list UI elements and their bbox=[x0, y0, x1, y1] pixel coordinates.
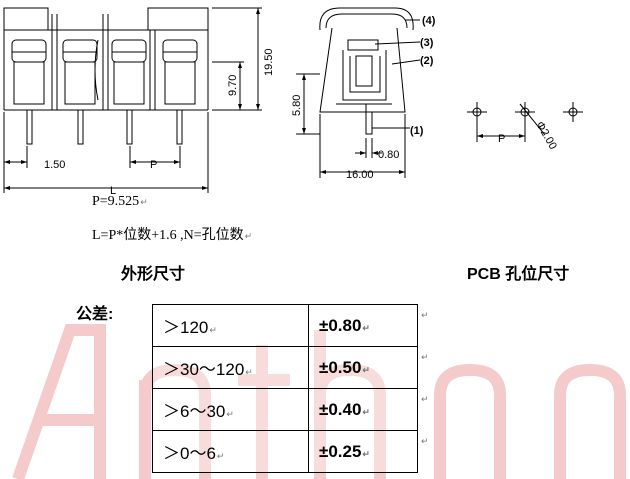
dim-9-70: 9.70 bbox=[227, 75, 239, 96]
tolerance-table: ＞120↵ ±0.80↵ ＞30～120↵ ±0.50↵ ＞6～30↵ ±0.4… bbox=[152, 304, 418, 473]
side-view bbox=[296, 7, 421, 178]
dim-pitch-front: P bbox=[150, 159, 157, 171]
pcb-hole-view bbox=[467, 102, 583, 142]
dim-1-50: 1.50 bbox=[44, 159, 65, 171]
dim-length: L bbox=[110, 185, 116, 197]
tolerance-cell: ±0.80↵ bbox=[308, 304, 418, 347]
formula-pitch: P=9.525↵ bbox=[92, 194, 148, 210]
tolerance-cell: ±0.50↵ bbox=[308, 346, 418, 389]
outline-dimensions-title: 外形尺寸 bbox=[121, 266, 186, 283]
dim-16-00: 16.00 bbox=[346, 169, 374, 181]
screw-cell-3 bbox=[111, 39, 147, 105]
range-cell: ＞120↵ bbox=[152, 304, 309, 347]
paragraph-mark: ↵ bbox=[421, 394, 429, 404]
part-label-3: (3) bbox=[420, 37, 434, 49]
paragraph-mark: ↵ bbox=[244, 231, 253, 241]
paragraph-mark: ↵ bbox=[421, 352, 429, 362]
formula-length-text: L=P*位数+1.6 ,N=孔位数 bbox=[92, 228, 244, 243]
tolerance-label: 公差: bbox=[76, 306, 114, 323]
paragraph-mark: ↵ bbox=[421, 436, 429, 446]
dim-5-80: 5.80 bbox=[291, 95, 303, 116]
paragraph-mark: ↵ bbox=[140, 197, 148, 207]
pcb-hole-dimensions-title: PCB 孔位尺寸 bbox=[467, 266, 570, 283]
dim-hole-diameter: Φ2.00 bbox=[533, 120, 558, 152]
part-label-2: (2) bbox=[420, 55, 434, 67]
range-cell: ＞6～30↵ bbox=[152, 388, 309, 431]
dim-19-50: 19.50 bbox=[263, 48, 275, 76]
part-label-4: (4) bbox=[422, 15, 436, 27]
formula-pitch-text: P=9.525 bbox=[92, 194, 140, 209]
screw-cell-1 bbox=[11, 39, 47, 105]
front-view bbox=[3, 7, 262, 193]
table-row: ＞30～120↵ ±0.50↵ bbox=[152, 346, 418, 389]
table-row: ＞0～6↵ ±0.25↵ bbox=[152, 430, 418, 473]
table-row: ＞120↵ ±0.80↵ bbox=[152, 304, 418, 347]
paragraph-mark: ↵ bbox=[421, 310, 429, 320]
tolerance-cell: ±0.25↵ bbox=[308, 430, 418, 473]
part-label-1: (1) bbox=[410, 125, 424, 137]
formula-length: L=P*位数+1.6 ,N=孔位数↵ bbox=[92, 224, 252, 244]
dim-pitch-pcb: P bbox=[498, 133, 505, 145]
tolerance-cell: ±0.40↵ bbox=[308, 388, 418, 431]
range-cell: ＞0～6↵ bbox=[152, 430, 309, 473]
dim-0-80: 0.80 bbox=[378, 149, 399, 161]
table-row: ＞6～30↵ ±0.40↵ bbox=[152, 388, 418, 431]
screw-cell-4 bbox=[162, 39, 198, 105]
screw-cell-2 bbox=[62, 39, 98, 105]
range-cell: ＞30～120↵ bbox=[152, 346, 309, 389]
